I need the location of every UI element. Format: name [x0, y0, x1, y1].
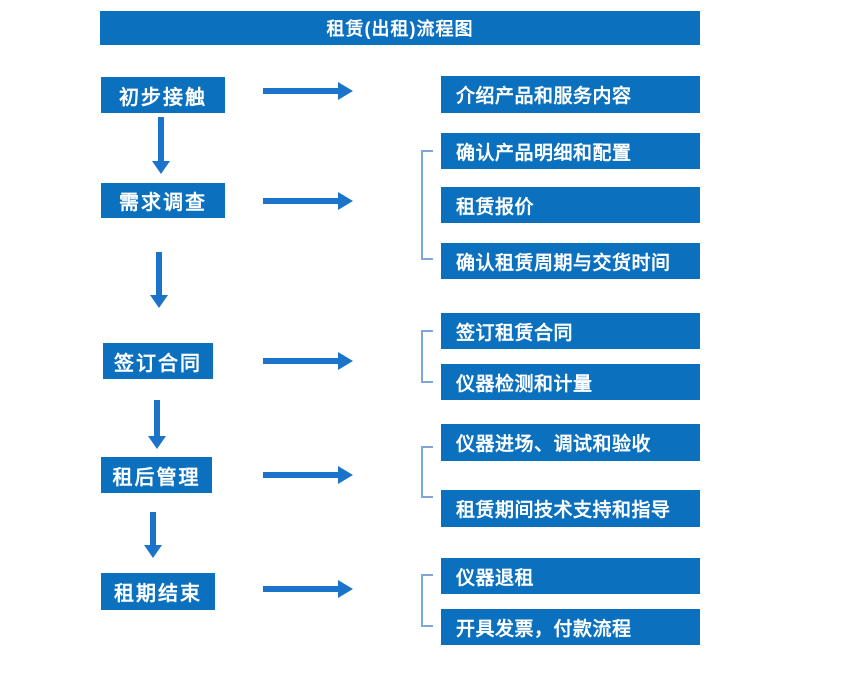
detail-box: 仪器退租: [441, 558, 700, 594]
arrow-head-icon: [338, 192, 353, 210]
detail-box: 确认产品明细和配置: [441, 133, 700, 169]
arrow-shaft: [154, 400, 160, 437]
step-box: 租后管理: [101, 457, 212, 493]
detail-box: 仪器进场、调试和验收: [441, 424, 700, 461]
arrow-head-icon: [152, 161, 170, 174]
detail-box: 确认租赁周期与交货时间: [441, 243, 700, 279]
arrow-head-icon: [150, 295, 168, 308]
detail-box: 签订租赁合同: [441, 313, 700, 349]
detail-box: 开具发票，付款流程: [441, 609, 700, 645]
arrow-head-icon: [144, 545, 162, 558]
arrow-right-connector: [263, 580, 353, 598]
group-bracket: [421, 446, 433, 498]
arrow-shaft: [150, 512, 156, 546]
detail-box: 仪器检测和计量: [441, 364, 700, 400]
arrow-down-connector: [144, 512, 162, 558]
arrow-head-icon: [148, 436, 166, 449]
detail-box: 租赁报价: [441, 187, 700, 223]
arrow-shaft: [263, 472, 339, 478]
arrow-shaft: [263, 88, 339, 94]
step-box: 初步接触: [101, 77, 225, 113]
group-bracket: [421, 574, 433, 627]
arrow-shaft: [156, 252, 162, 296]
arrow-down-connector: [150, 252, 168, 308]
arrow-shaft: [263, 586, 339, 592]
arrow-shaft: [158, 117, 164, 162]
arrow-right-connector: [263, 192, 353, 210]
arrow-right-connector: [263, 352, 353, 370]
step-box: 签订合同: [103, 343, 213, 379]
arrow-right-connector: [263, 466, 353, 484]
arrow-head-icon: [338, 466, 353, 484]
arrow-down-connector: [152, 117, 170, 174]
arrow-head-icon: [338, 580, 353, 598]
step-box: 需求调查: [101, 183, 225, 218]
detail-box: 介绍产品和服务内容: [441, 76, 700, 113]
arrow-shaft: [263, 358, 339, 364]
group-bracket: [421, 150, 433, 260]
diagram-title: 租赁(出租)流程图: [100, 11, 700, 45]
group-bracket: [421, 330, 433, 383]
arrow-shaft: [263, 198, 339, 204]
arrow-head-icon: [338, 352, 353, 370]
detail-box: 租赁期间技术支持和指导: [441, 490, 700, 527]
arrow-down-connector: [148, 400, 166, 449]
arrow-right-connector: [263, 82, 353, 100]
arrow-head-icon: [338, 82, 353, 100]
step-box: 租期结束: [101, 573, 215, 610]
